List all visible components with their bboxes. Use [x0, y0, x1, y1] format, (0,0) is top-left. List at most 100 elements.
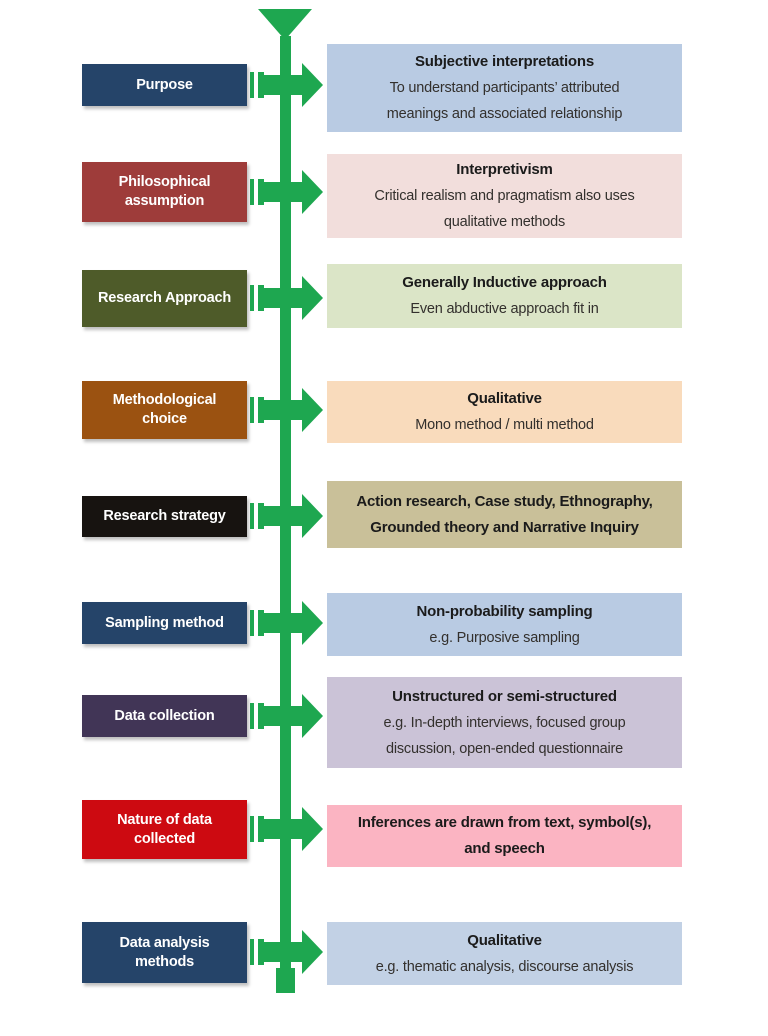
description-panel: Qualitative Mono method / multi method: [327, 381, 682, 443]
panel-title: Qualitative: [467, 931, 542, 949]
stage-label: Methodological choice: [112, 392, 217, 427]
description-panel: Action research, Case study, Ethnography…: [327, 481, 682, 548]
arrow-head: [302, 388, 323, 432]
panel-body: Mono method / multi method: [415, 417, 594, 433]
arrow-stripe: [258, 397, 264, 423]
stage-label-box: Research strategy: [82, 496, 247, 537]
panel-title: Generally Inductive approach: [402, 274, 607, 291]
arrow-head: [302, 930, 323, 974]
arrow-shaft: [264, 819, 303, 839]
panel-body: e.g. In-depth interviews, focused group …: [383, 714, 626, 757]
arrow-stripe: [258, 72, 264, 98]
arrow-stripe: [250, 939, 254, 965]
right-arrow-icon: [249, 63, 323, 107]
stage-label-box: Data collection: [82, 695, 247, 737]
arrow-shaft: [264, 75, 303, 95]
right-arrow-icon: [249, 601, 323, 645]
arrow-stripe: [258, 503, 264, 529]
right-arrow-icon: [249, 170, 323, 214]
stage-label-box: Data analysis methods: [82, 922, 247, 983]
stage-label: Purpose: [136, 76, 193, 93]
arrow-head: [302, 494, 323, 538]
right-arrow-icon: [249, 276, 323, 320]
arrow-stripe: [258, 939, 264, 965]
arrow-stripe: [250, 610, 254, 636]
arrow-stripe: [250, 816, 254, 842]
panel-title: Qualitative: [467, 390, 542, 407]
arrow-shaft: [264, 288, 303, 308]
panel-title: Interpretivism: [456, 161, 553, 178]
arrow-stripe: [250, 72, 254, 98]
stage-label-box: Purpose: [82, 64, 247, 106]
description-panel: Subjective interpretations To understand…: [327, 44, 682, 132]
stage-label-box: Philosophical assumption: [82, 162, 247, 222]
arrow-shaft: [264, 506, 303, 526]
arrow-head: [302, 694, 323, 738]
arrow-stripe: [250, 703, 254, 729]
stage-label-box: Nature of data collected: [82, 800, 247, 859]
description-panel: Non-probability sampling e.g. Purposive …: [327, 593, 682, 656]
right-arrow-icon: [249, 388, 323, 432]
timeline-end-cap: [276, 968, 295, 993]
arrow-shaft: [264, 706, 303, 726]
panel-title: Non-probability sampling: [416, 602, 593, 620]
panel-body: Even abductive approach fit in: [410, 301, 599, 317]
stage-label: Data analysis methods: [119, 934, 210, 970]
right-arrow-icon: [249, 807, 323, 851]
stage-label: Research strategy: [103, 508, 226, 524]
stage-label-box: Sampling method: [82, 602, 247, 644]
arrow-shaft: [264, 613, 303, 633]
stage-label-box: Research Approach: [82, 270, 247, 327]
stage-label: Data collection: [114, 707, 215, 724]
right-arrow-icon: [249, 930, 323, 974]
panel-title: Subjective interpretations: [414, 53, 594, 70]
panel-title: Action research, Case study, Ethnography…: [356, 492, 653, 536]
arrow-stripe: [250, 285, 254, 311]
stage-label: Research Approach: [97, 290, 232, 306]
arrow-shaft: [264, 400, 303, 420]
panel-body: Critical realism and pragmatism also use…: [374, 188, 635, 230]
description-panel: Qualitative e.g. thematic analysis, disc…: [327, 922, 682, 985]
panel-body: To understand participants’ attributed m…: [386, 80, 623, 122]
arrow-head: [302, 807, 323, 851]
arrow-stripe: [250, 503, 254, 529]
arrow-shaft: [264, 182, 303, 202]
stage-label: Philosophical assumption: [118, 174, 211, 209]
stage-label: Nature of data collected: [117, 811, 212, 847]
arrow-stripe: [250, 397, 254, 423]
arrow-stripe: [258, 703, 264, 729]
right-arrow-icon: [249, 694, 323, 738]
stage-label: Sampling method: [105, 614, 224, 631]
description-panel: Inferences are drawn from text, symbol(s…: [327, 805, 682, 867]
stage-label-box: Methodological choice: [82, 381, 247, 439]
arrow-head: [302, 63, 323, 107]
description-panel: Generally Inductive approach Even abduct…: [327, 264, 682, 328]
timeline-vertical-line: [280, 36, 291, 968]
description-panel: Interpretivism Critical realism and prag…: [327, 154, 682, 238]
arrow-stripe: [258, 610, 264, 636]
right-arrow-icon: [249, 494, 323, 538]
panel-body: e.g. Purposive sampling: [429, 629, 580, 646]
arrow-head: [302, 601, 323, 645]
arrow-stripe: [250, 179, 254, 205]
arrow-shaft: [264, 942, 303, 962]
arrow-head: [302, 276, 323, 320]
panel-title: Inferences are drawn from text, symbol(s…: [357, 814, 652, 857]
panel-body: e.g. thematic analysis, discourse analys…: [375, 958, 634, 975]
arrow-stripe: [258, 816, 264, 842]
panel-title: Unstructured or semi-structured: [392, 687, 617, 705]
arrow-stripe: [258, 285, 264, 311]
description-panel: Unstructured or semi-structured e.g. In-…: [327, 677, 682, 768]
arrow-head: [302, 170, 323, 214]
arrow-stripe: [258, 179, 264, 205]
